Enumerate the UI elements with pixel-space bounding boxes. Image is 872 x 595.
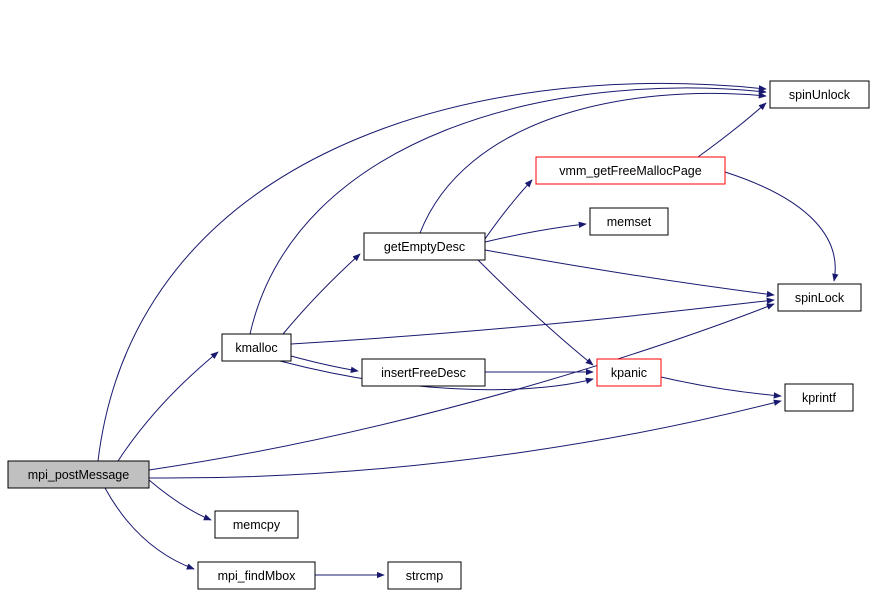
node-getEmptyDesc[interactable]: getEmptyDesc (363, 232, 486, 261)
node-spinUnlock[interactable]: spinUnlock (769, 80, 870, 109)
node-kmalloc[interactable]: kmalloc (221, 333, 292, 362)
node-kpanic[interactable]: kpanic (596, 358, 662, 387)
node-box-kprintf[interactable] (784, 383, 854, 412)
node-box-memcpy[interactable] (214, 510, 299, 539)
node-label-mpi_findMbox: mpi_findMbox (218, 569, 297, 583)
edge-getEmptyDesc-to-memset (484, 221, 587, 243)
node-box-spinUnlock[interactable] (769, 80, 870, 109)
node-label-vmm_getFreeMallocPage: vmm_getFreeMallocPage (559, 164, 701, 178)
edges-layer (97, 83, 839, 579)
node-label-mpi_postMessage: mpi_postMessage (28, 468, 129, 482)
edge-mpi_postMessage-to-kprintf (148, 399, 782, 479)
edge-getEmptyDesc-to-spinLock (484, 249, 775, 298)
node-vmm_getFreeMallocPage[interactable]: vmm_getFreeMallocPage (535, 156, 726, 185)
edge-kmalloc-to-getEmptyDesc (282, 253, 361, 335)
edge-kpanic-to-kprintf (660, 376, 782, 399)
node-spinLock[interactable]: spinLock (777, 283, 862, 312)
node-label-kmalloc: kmalloc (235, 341, 277, 355)
node-label-spinLock: spinLock (795, 291, 845, 305)
edge-kmalloc-to-insertFreeDesc (290, 355, 359, 373)
node-box-strcmp[interactable] (387, 561, 462, 590)
node-label-memcpy: memcpy (233, 518, 281, 532)
edge-mpi_postMessage-to-mpi_findMbox (104, 487, 195, 570)
node-box-getEmptyDesc[interactable] (363, 232, 486, 261)
edge-mpi_postMessage-to-kmalloc (117, 351, 219, 462)
edge-kmalloc-to-spinUnlock (249, 87, 767, 335)
node-label-getEmptyDesc: getEmptyDesc (384, 240, 465, 254)
edge-mpi_postMessage-to-spinUnlock (97, 83, 767, 462)
node-label-memset: memset (607, 215, 652, 229)
edge-mpi_postMessage-to-memcpy (148, 479, 212, 521)
edge-getEmptyDesc-to-kpanic (477, 259, 594, 366)
node-strcmp[interactable]: strcmp (387, 561, 462, 590)
node-box-kpanic[interactable] (596, 358, 662, 387)
node-label-spinUnlock: spinUnlock (789, 88, 851, 102)
edge-vmm_getFreeMallocPage-to-spinLock (724, 171, 839, 282)
edge-getEmptyDesc-to-spinUnlock (419, 92, 767, 234)
node-mpi_findMbox[interactable]: mpi_findMbox (197, 561, 316, 590)
edge-kmalloc-to-spinLock (290, 297, 775, 345)
node-memset[interactable]: memset (589, 207, 669, 236)
node-kprintf[interactable]: kprintf (784, 383, 854, 412)
node-label-kprintf: kprintf (802, 391, 837, 405)
nodes-layer: mpi_postMessage kmalloc getEmptyDesc insert… (7, 80, 870, 590)
edge-mpi_postMessage-to-spinLock (148, 303, 775, 471)
edge-kmalloc-to-kpanic (279, 360, 594, 391)
node-mpi_postMessage[interactable]: mpi_postMessage (7, 460, 150, 489)
node-box-mpi_postMessage[interactable] (7, 460, 150, 489)
node-box-spinLock[interactable] (777, 283, 862, 312)
node-insertFreeDesc[interactable]: insertFreeDesc (361, 358, 486, 387)
edge-vmm_getFreeMallocPage-to-spinUnlock (697, 102, 767, 158)
node-label-kpanic: kpanic (611, 366, 647, 380)
node-box-vmm_getFreeMallocPage[interactable] (535, 156, 726, 185)
node-label-strcmp: strcmp (406, 569, 444, 583)
node-label-insertFreeDesc: insertFreeDesc (381, 366, 466, 380)
node-memcpy[interactable]: memcpy (214, 510, 299, 539)
node-box-insertFreeDesc[interactable] (361, 358, 486, 387)
node-box-kmalloc[interactable] (221, 333, 292, 362)
node-box-mpi_findMbox[interactable] (197, 561, 316, 590)
edge-getEmptyDesc-to-vmm_getFreeMallocPage (484, 179, 533, 240)
node-box-memset[interactable] (589, 207, 669, 236)
